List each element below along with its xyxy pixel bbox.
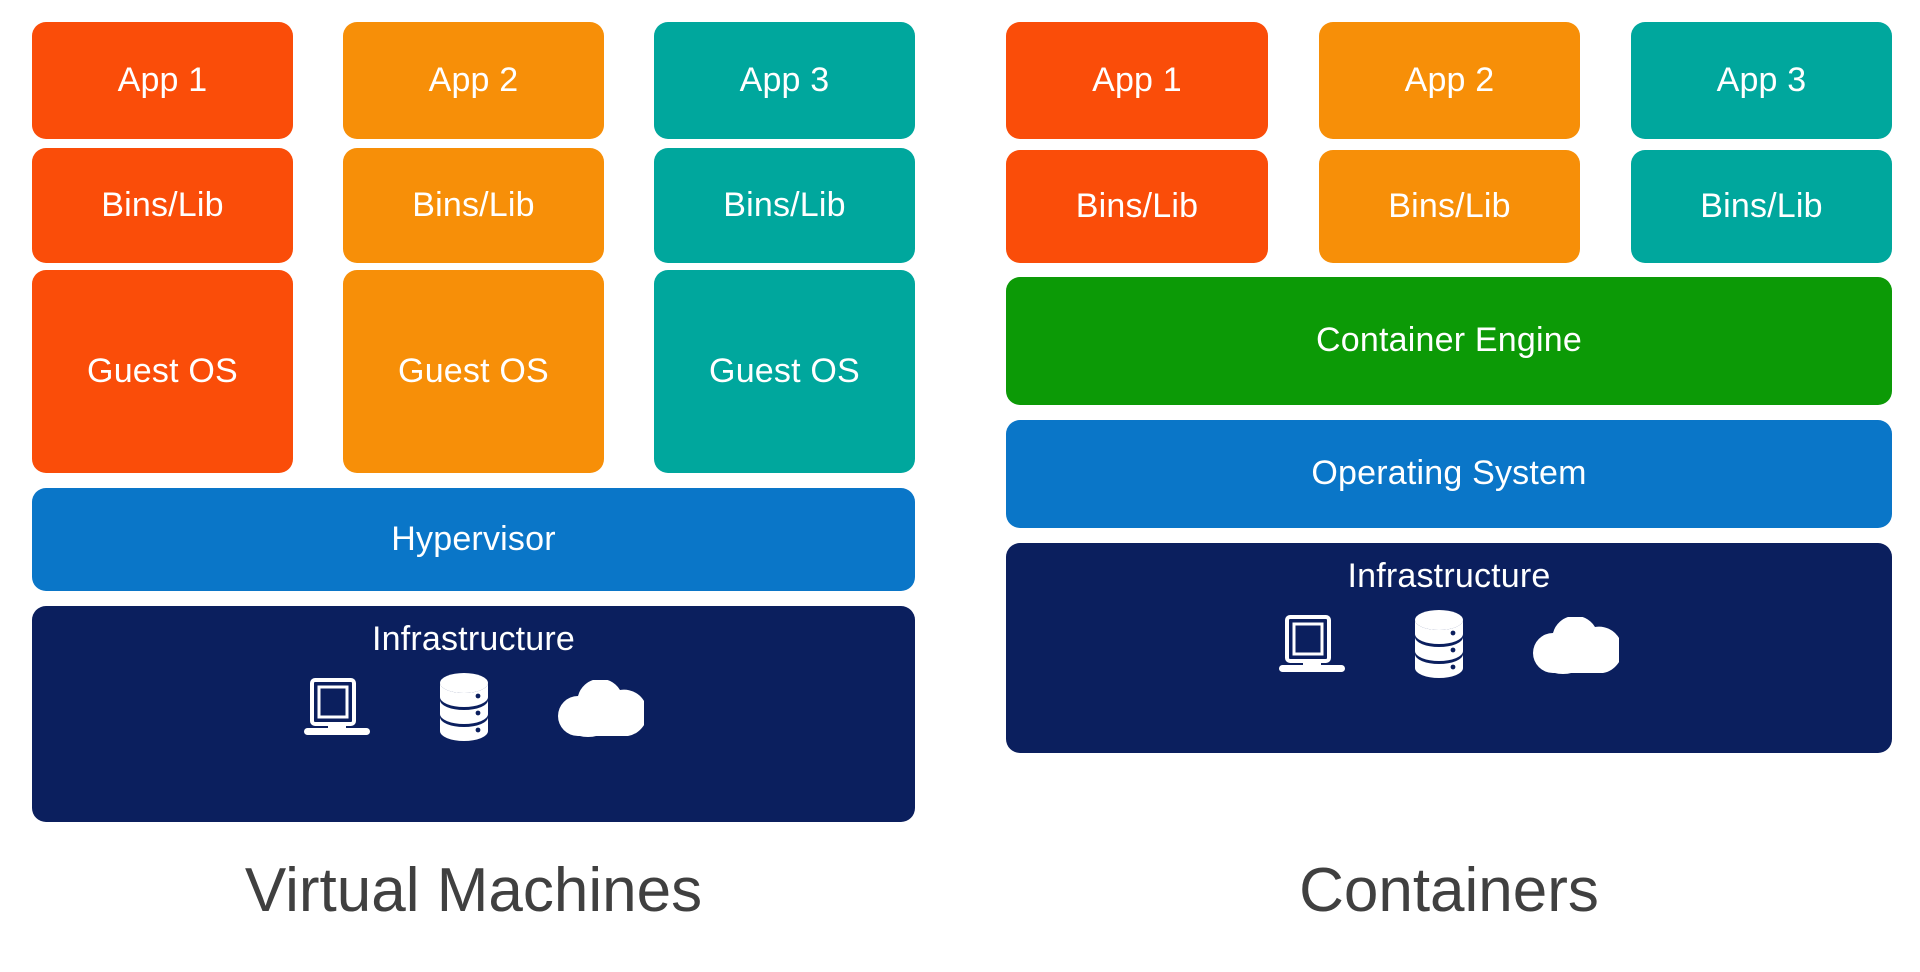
container-operating-system-box[interactable]: Operating System <box>1006 420 1892 528</box>
vm-app-2-label: App 2 <box>428 60 519 99</box>
vm-app-2-box[interactable]: App 2 <box>343 22 604 139</box>
vm-infrastructure-icon-row <box>303 672 647 754</box>
vm-infrastructure-box[interactable]: Infrastructure <box>32 606 915 822</box>
virtual-machines-caption: Virtual Machines <box>244 856 703 925</box>
database-icon <box>438 672 490 754</box>
vm-bins-lib-1-box[interactable]: Bins/Lib <box>32 148 293 263</box>
container-bins-lib-1-label: Bins/Lib <box>1075 186 1199 225</box>
container-app-1-box[interactable]: App 1 <box>1006 22 1268 139</box>
database-icon <box>1413 609 1465 691</box>
container-bins-lib-2-box[interactable]: Bins/Lib <box>1319 150 1580 263</box>
containers-caption: Containers <box>1299 856 1599 925</box>
container-bins-lib-3-box[interactable]: Bins/Lib <box>1631 150 1892 263</box>
container-app-1-label: App 1 <box>1092 60 1182 99</box>
vm-bins-lib-3-label: Bins/Lib <box>723 185 846 224</box>
container-app-2-label: App 2 <box>1404 60 1495 99</box>
vm-hypervisor-box[interactable]: Hypervisor <box>32 488 915 591</box>
container-infrastructure-icon-row <box>1279 609 1623 691</box>
vm-infrastructure-label: Infrastructure <box>371 620 576 658</box>
container-app-3-box[interactable]: App 3 <box>1631 22 1892 139</box>
vm-bins-lib-3-box[interactable]: Bins/Lib <box>654 148 915 263</box>
vm-guest-os-1-label: Guest OS <box>87 351 238 390</box>
vm-app-1-label: App 1 <box>117 60 208 99</box>
container-engine-label: Container Engine <box>1316 321 1582 360</box>
vm-bins-lib-2-box[interactable]: Bins/Lib <box>343 148 604 263</box>
container-operating-system-label: Operating System <box>1311 454 1587 493</box>
vm-guest-os-3-label: Guest OS <box>709 351 860 390</box>
vm-app-3-box[interactable]: App 3 <box>654 22 915 139</box>
vm-hypervisor-label: Hypervisor <box>391 519 556 558</box>
container-infrastructure-box[interactable]: Infrastructure <box>1006 543 1892 753</box>
vm-app-1-box[interactable]: App 1 <box>32 22 293 139</box>
container-app-2-box[interactable]: App 2 <box>1319 22 1580 139</box>
container-infrastructure-label: Infrastructure <box>1347 557 1551 595</box>
vm-bins-lib-1-label: Bins/Lib <box>101 185 224 224</box>
vm-app-3-label: App 3 <box>739 60 830 99</box>
laptop-icon <box>303 677 370 748</box>
cloud-icon <box>557 678 647 746</box>
container-engine-box[interactable]: Container Engine <box>1006 277 1892 405</box>
container-bins-lib-1-box[interactable]: Bins/Lib <box>1006 150 1268 263</box>
vm-guest-os-2-label: Guest OS <box>398 351 549 390</box>
vm-guest-os-2-box[interactable]: Guest OS <box>343 270 604 473</box>
container-app-3-label: App 3 <box>1716 60 1807 99</box>
vm-guest-os-1-box[interactable]: Guest OS <box>32 270 293 473</box>
vm-bins-lib-2-label: Bins/Lib <box>412 185 535 224</box>
laptop-icon <box>1279 614 1345 685</box>
container-bins-lib-3-label: Bins/Lib <box>1700 186 1823 225</box>
cloud-icon <box>1533 615 1623 683</box>
vm-guest-os-3-box[interactable]: Guest OS <box>654 270 915 473</box>
container-bins-lib-2-label: Bins/Lib <box>1388 186 1511 225</box>
